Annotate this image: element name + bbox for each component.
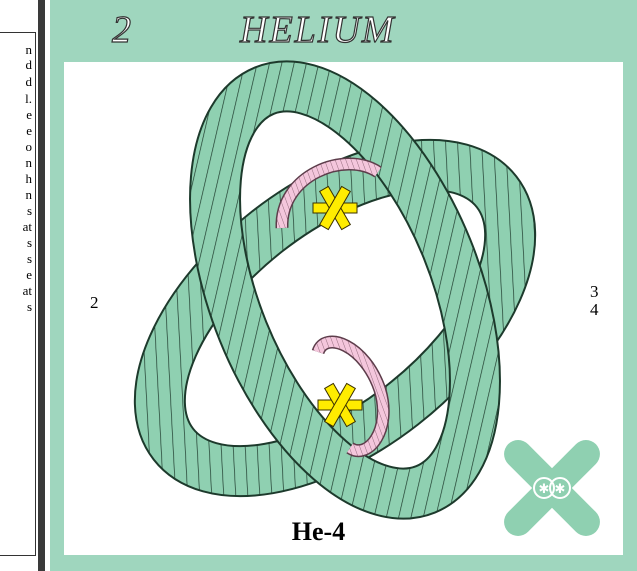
right-number-top: 3 (590, 283, 599, 301)
right-number-labels: 3 4 (590, 283, 599, 319)
central-gap (308, 246, 354, 342)
right-number-bottom: 4 (590, 301, 599, 319)
svg-text:✱: ✱ (555, 482, 566, 497)
isotope-label: He-4 (0, 517, 637, 547)
left-number-label: 2 (90, 294, 99, 312)
svg-text:✱: ✱ (539, 482, 550, 497)
